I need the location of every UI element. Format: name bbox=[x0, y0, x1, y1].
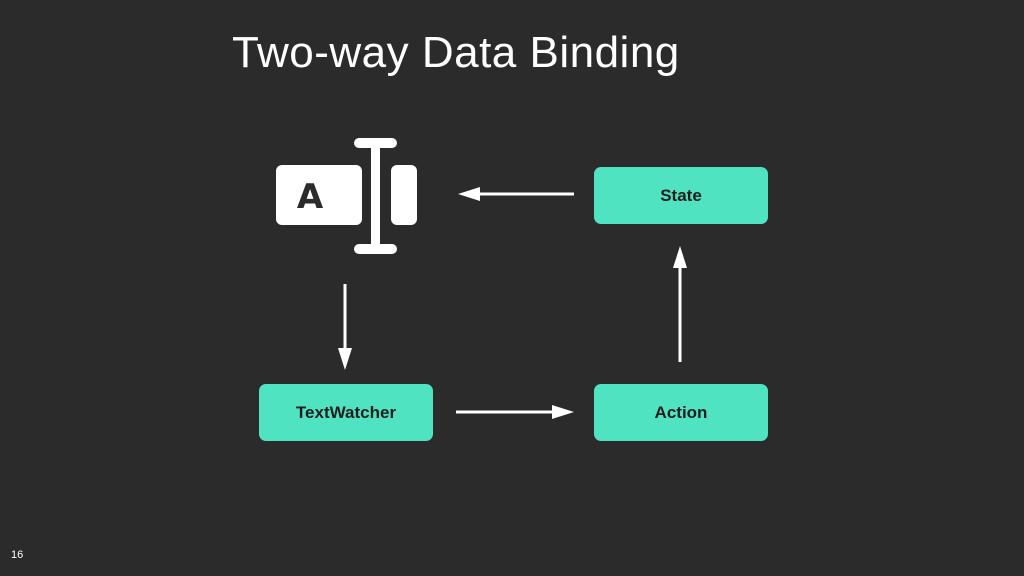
arrow-action-to-state bbox=[673, 246, 687, 362]
cursor-bottom-bar bbox=[354, 244, 397, 254]
arrow-state-to-field bbox=[458, 187, 574, 201]
cursor-top-bar bbox=[354, 138, 397, 148]
text-field-body-left bbox=[276, 165, 362, 225]
state-node: State bbox=[594, 167, 768, 224]
textwatcher-node: TextWatcher bbox=[259, 384, 433, 441]
cursor-stem bbox=[371, 138, 380, 254]
slide-title: Two-way Data Binding bbox=[232, 28, 680, 77]
text-field-icon: A bbox=[276, 138, 417, 254]
text-field-body-right bbox=[391, 165, 417, 225]
arrow-textwatcher-to-action bbox=[456, 405, 574, 419]
text-field-letter: A bbox=[297, 177, 324, 217]
action-node: Action bbox=[594, 384, 768, 441]
page-number: 16 bbox=[11, 549, 24, 561]
arrow-field-to-textwatcher bbox=[338, 284, 352, 370]
